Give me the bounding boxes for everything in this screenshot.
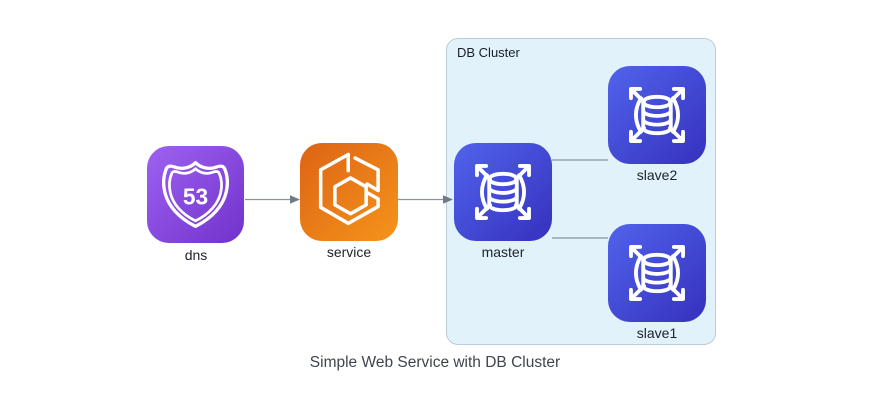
- node-label: master: [481, 244, 525, 260]
- node-service: service: [300, 143, 398, 260]
- rds-database-icon: [608, 224, 706, 322]
- node-label: slave2: [636, 167, 678, 183]
- rds-database-icon: [608, 66, 706, 164]
- rds-database-glyph: [454, 143, 552, 241]
- edge-dns-service: [245, 195, 300, 204]
- cluster-label: DB Cluster: [457, 45, 520, 60]
- rds-database-glyph: [608, 66, 706, 164]
- node-label: slave1: [636, 325, 678, 341]
- rds-database-glyph: [608, 224, 706, 322]
- ecs-container-glyph: [318, 152, 380, 226]
- edge-service-master: [398, 195, 453, 204]
- ecs-container-icon: [300, 143, 398, 241]
- diagram-title: Simple Web Service with DB Cluster: [309, 354, 561, 371]
- node-label: service: [326, 244, 372, 260]
- rds-database-icon: [454, 143, 552, 241]
- node-slave2: slave2: [608, 66, 706, 183]
- node-label: dns: [184, 247, 208, 263]
- route53-shield-glyph: 53: [162, 161, 229, 228]
- route53-shield-icon: 53: [147, 146, 244, 243]
- route53-badge-number: 53: [183, 183, 208, 209]
- node-master: master: [454, 143, 552, 260]
- node-dns: 53 dns: [147, 146, 245, 263]
- node-slave1: slave1: [608, 224, 706, 341]
